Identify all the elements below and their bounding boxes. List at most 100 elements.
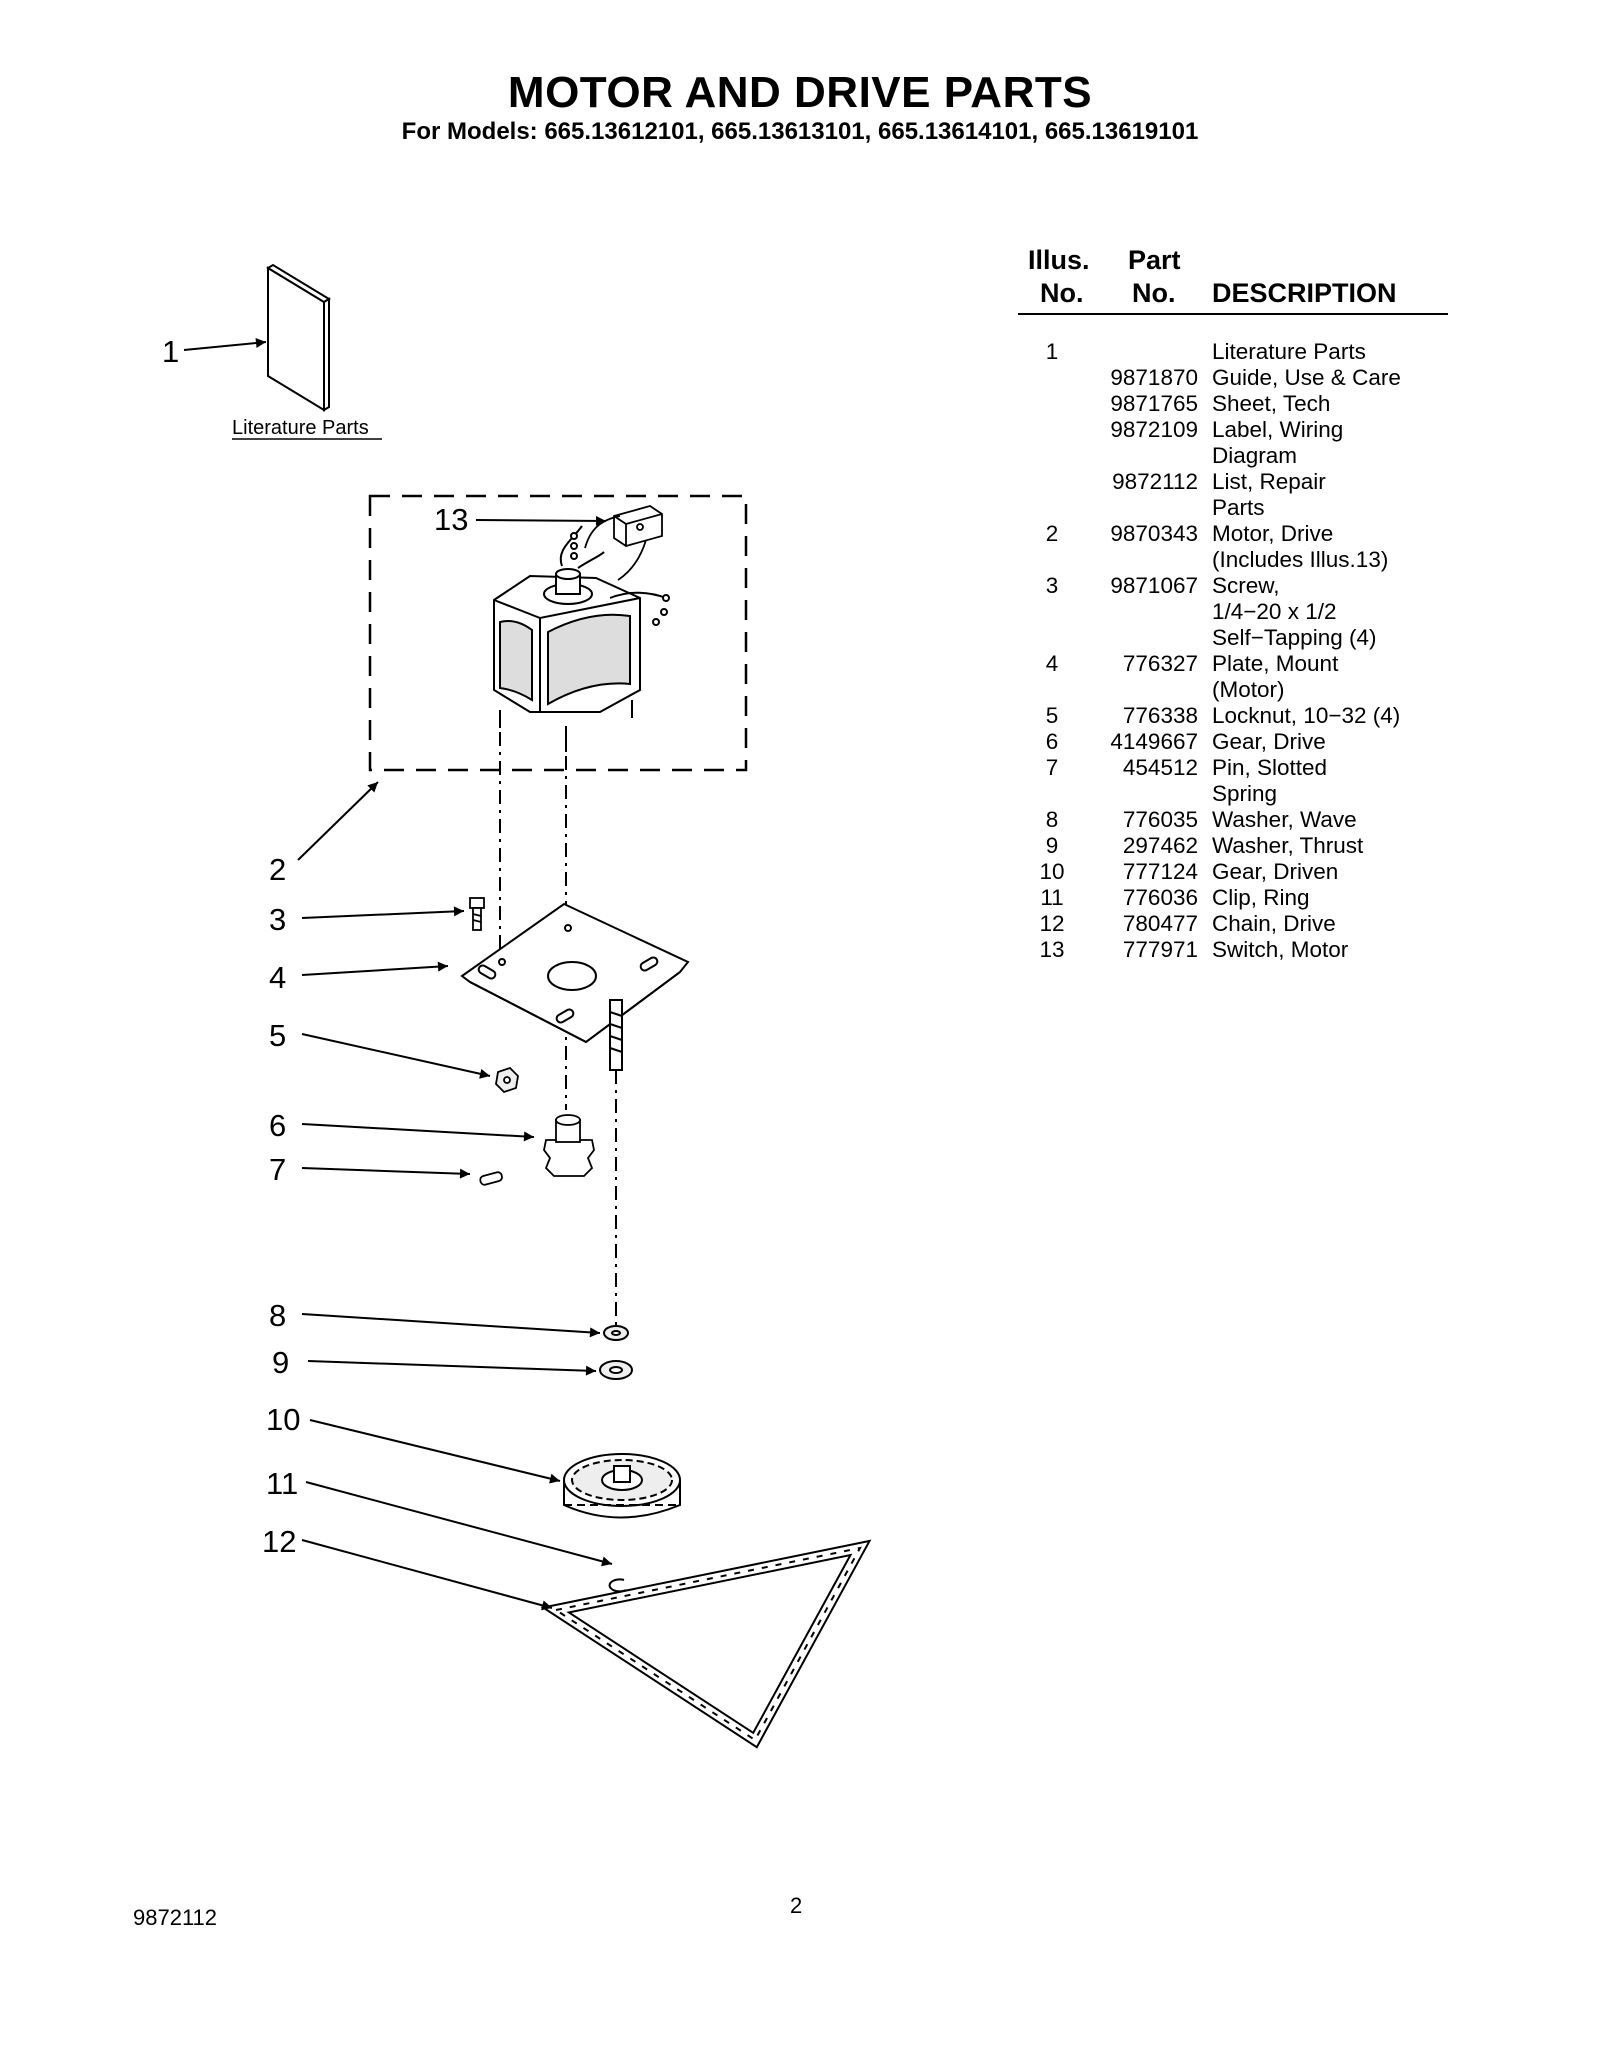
description-cell: Literature Parts bbox=[1212, 339, 1366, 364]
description-cell: List, Repair Parts bbox=[1212, 469, 1326, 520]
table-row: 12 780477 Chain, Drive bbox=[1018, 911, 1448, 937]
illus-number-cell: 3 bbox=[1045, 573, 1059, 598]
part-number-cell: 780477 bbox=[1122, 911, 1198, 936]
description-cell: Switch, Motor bbox=[1212, 937, 1349, 962]
callout-4: 4 bbox=[269, 960, 286, 995]
drive-chain-illustration bbox=[540, 1539, 872, 1749]
description-cell: Guide, Use & Care bbox=[1212, 365, 1401, 390]
description-cell: Clip, Ring bbox=[1212, 885, 1310, 910]
part-number-cell bbox=[1086, 339, 1210, 365]
callout-12: 12 bbox=[262, 1524, 296, 1559]
description-cell: Gear, Drive bbox=[1212, 729, 1326, 754]
part-number-cell: 454512 bbox=[1122, 755, 1198, 780]
illus-number-cell bbox=[1018, 469, 1086, 521]
callout-2: 2 bbox=[269, 852, 286, 887]
illus-number-cell: 9 bbox=[1045, 833, 1059, 858]
literature-parts-label: Literature Parts bbox=[232, 417, 369, 439]
illus-number-cell: 11 bbox=[1040, 885, 1064, 910]
thrust-washer-illustration bbox=[599, 1360, 633, 1380]
callout-3: 3 bbox=[269, 902, 286, 937]
page-title: MOTOR AND DRIVE PARTS bbox=[507, 68, 1093, 117]
description-cell: Gear, Driven bbox=[1212, 859, 1339, 884]
table-row: 9872112 List, Repair Parts bbox=[1018, 469, 1448, 521]
wave-washer-illustration bbox=[603, 1325, 629, 1341]
part-number-cell: 9872112 bbox=[1112, 469, 1198, 494]
callout-9: 9 bbox=[272, 1345, 289, 1380]
description-cell: Motor, Drive (Includes Illus.13) bbox=[1212, 521, 1389, 572]
table-row: 13 777971 Switch, Motor bbox=[1018, 937, 1448, 963]
part-number-cell: 777124 bbox=[1122, 859, 1198, 884]
part-number-cell: 9871067 bbox=[1110, 573, 1198, 598]
description-cell: Plate, Mount (Motor) bbox=[1212, 651, 1339, 702]
header-description: DESCRIPTION bbox=[1212, 278, 1397, 308]
motor-assembly-box bbox=[368, 494, 748, 772]
description-cell: Screw, 1/4−20 x 1/2 Self−Tapping (4) bbox=[1212, 573, 1377, 650]
footer-page-number: 2 bbox=[790, 1893, 803, 1918]
callout-7: 7 bbox=[269, 1152, 286, 1187]
header-illus-line1: Illus. bbox=[1028, 245, 1090, 275]
callout-13: 13 bbox=[434, 502, 468, 537]
illus-number-cell: 6 bbox=[1045, 729, 1059, 754]
table-row: 9871870 Guide, Use & Care bbox=[1018, 365, 1448, 391]
table-row: 4 776327 Plate, Mount (Motor) bbox=[1018, 651, 1448, 703]
part-number-cell: 9871765 bbox=[1110, 391, 1198, 416]
illus-number-cell: 2 bbox=[1045, 521, 1059, 546]
callout-leader-lines bbox=[183, 337, 613, 1611]
part-number-cell: 4149667 bbox=[1110, 729, 1198, 754]
illus-number-cell: 10 bbox=[1039, 859, 1065, 884]
table-row: 3 9871067 Screw, 1/4−20 x 1/2 Self−Tapping… bbox=[1018, 573, 1448, 651]
illus-number-cell: 5 bbox=[1045, 703, 1059, 728]
illus-number-cell: 12 bbox=[1039, 911, 1065, 936]
description-cell: Chain, Drive bbox=[1212, 911, 1336, 936]
table-row: 6 4149667 Gear, Drive bbox=[1018, 729, 1448, 755]
drive-gear-illustration bbox=[543, 1114, 595, 1177]
description-cell: Label, Wiring Diagram bbox=[1212, 417, 1344, 468]
part-number-cell: 297462 bbox=[1122, 833, 1198, 858]
parts-list-table: Illus. No. Part No. DESCRIPTION 1 Literat… bbox=[1018, 245, 1448, 963]
description-cell: Washer, Thrust bbox=[1212, 833, 1364, 858]
model-list-subtitle: For Models: 665.13612101, 665.13613101, … bbox=[401, 118, 1199, 145]
motor-switch-illustration bbox=[584, 505, 663, 581]
slotted-pin-illustration bbox=[479, 1171, 503, 1186]
callout-1: 1 bbox=[162, 334, 179, 369]
part-number-cell: 777971 bbox=[1122, 937, 1198, 962]
table-row: 5 776338 Locknut, 10−32 (4) bbox=[1018, 703, 1448, 729]
illus-number-cell: 1 bbox=[1045, 339, 1059, 364]
parts-list-header: Illus. No. Part No. DESCRIPTION bbox=[1018, 245, 1448, 315]
description-cell: Sheet, Tech bbox=[1212, 391, 1331, 416]
part-number-cell: 776036 bbox=[1122, 885, 1198, 910]
callout-6: 6 bbox=[269, 1108, 286, 1143]
header-part-line2: No. bbox=[1132, 278, 1176, 308]
illus-number-cell: 8 bbox=[1045, 807, 1059, 832]
description-cell: Washer, Wave bbox=[1212, 807, 1357, 832]
motor-mount-plate-illustration bbox=[460, 902, 690, 1071]
footer-document-number: 9872112 bbox=[133, 1905, 218, 1930]
drive-motor-illustration bbox=[493, 525, 670, 752]
part-number-cell: 776338 bbox=[1122, 703, 1198, 728]
part-number-cell: 776327 bbox=[1122, 651, 1198, 676]
literature-parts-illustration bbox=[266, 263, 331, 412]
locknut-illustration bbox=[495, 1066, 519, 1094]
table-row: 9 297462 Washer, Thrust bbox=[1018, 833, 1448, 859]
ring-clip-illustration bbox=[608, 1578, 627, 1593]
illus-number-cell: 4 bbox=[1045, 651, 1059, 676]
part-number-cell: 9870343 bbox=[1110, 521, 1198, 546]
table-row: 10 777124 Gear, Driven bbox=[1018, 859, 1448, 885]
illus-number-cell bbox=[1018, 365, 1086, 391]
illus-number-cell: 13 bbox=[1039, 937, 1065, 962]
driven-gear-illustration bbox=[563, 1453, 681, 1519]
table-row: 1 Literature Parts bbox=[1018, 339, 1448, 365]
description-cell: Locknut, 10−32 (4) bbox=[1212, 703, 1401, 728]
header-illus-line2: No. bbox=[1040, 278, 1084, 308]
table-row: 11 776036 Clip, Ring bbox=[1018, 885, 1448, 911]
parts-list-rows: 1 Literature Parts 9871870 Guide, Use & Car… bbox=[1018, 339, 1448, 963]
callout-10: 10 bbox=[266, 1402, 300, 1437]
description-cell: Pin, Slotted Spring bbox=[1212, 755, 1328, 806]
illus-number-cell bbox=[1018, 391, 1086, 417]
screw-illustration bbox=[469, 897, 485, 931]
part-number-cell: 9871870 bbox=[1110, 365, 1198, 390]
